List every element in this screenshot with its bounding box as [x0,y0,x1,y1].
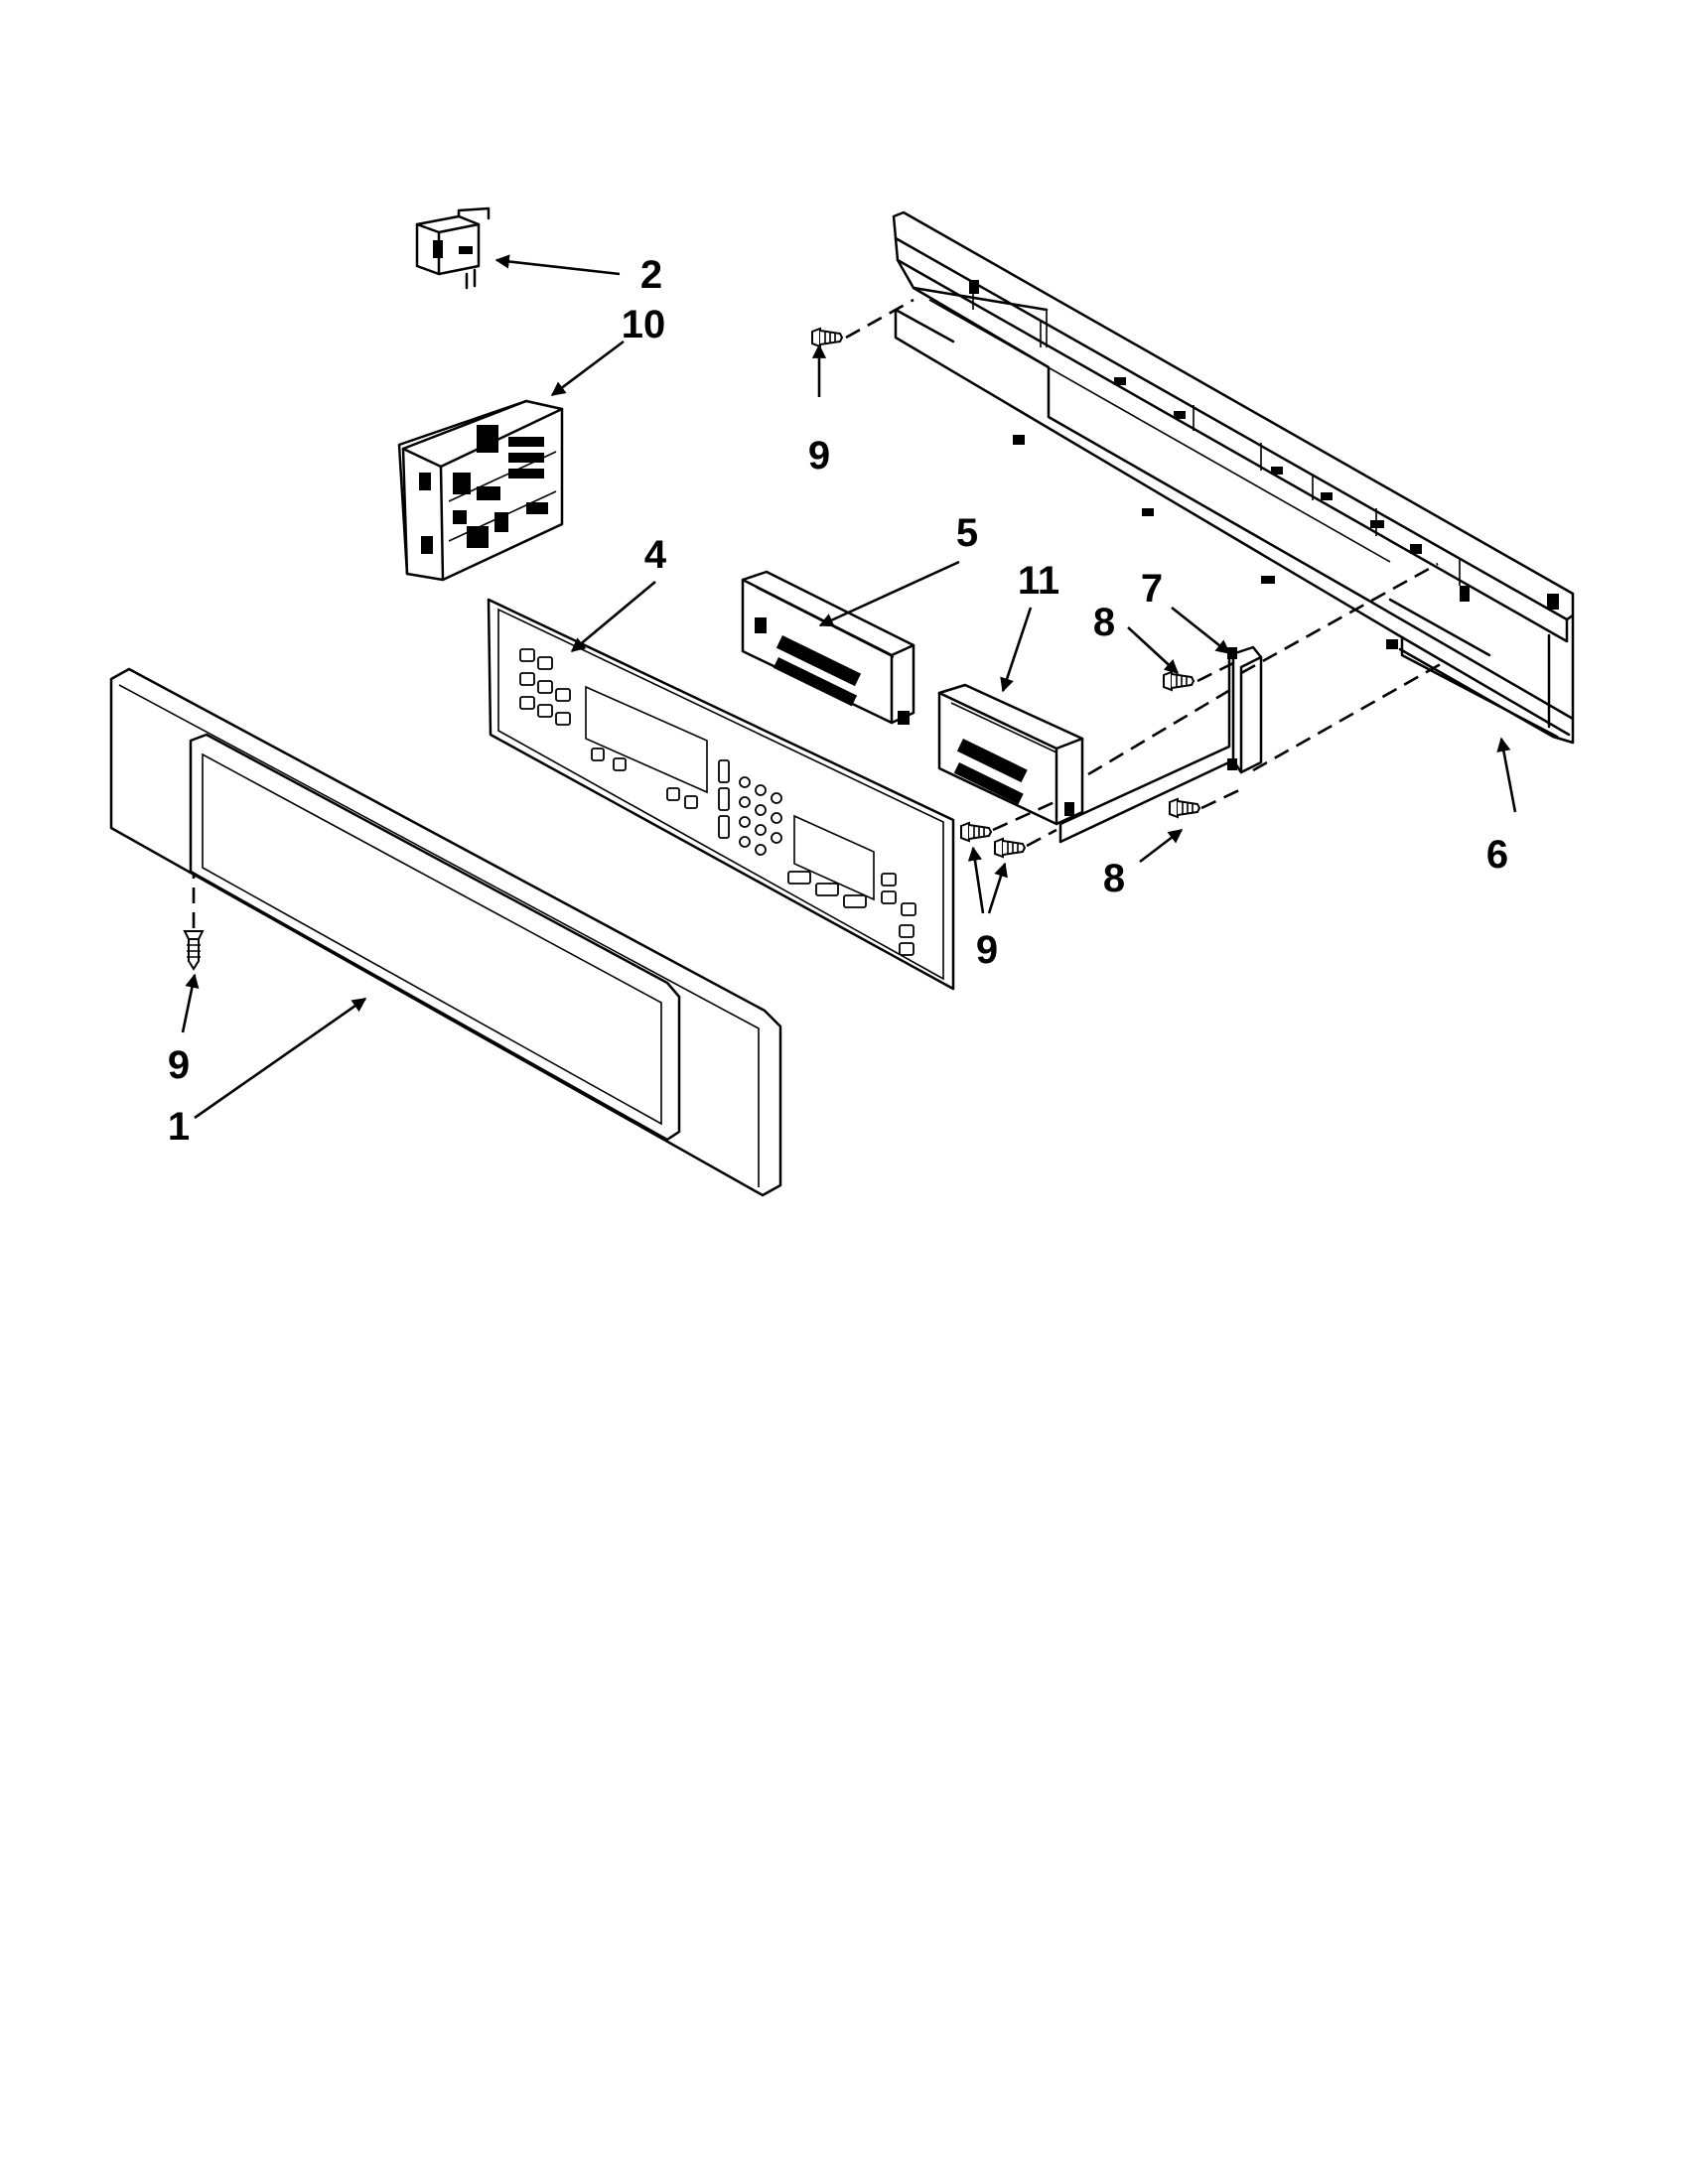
callout-4: 4 [644,533,667,577]
callout-10: 10 [622,303,666,346]
part-9-screw-mid-b [994,838,1026,858]
callout-11: 11 [1018,559,1059,603]
part-8-screw-lower [1169,798,1200,818]
leader-arrows [181,254,1517,1120]
part-9-screw-mid-a [960,822,992,842]
part-4-overlay-panel [487,598,955,991]
callout-9-upper: 9 [808,434,830,478]
callout-5: 5 [956,511,978,555]
part-1-trim-panel [109,667,782,1197]
part-11-display-module [937,683,1084,826]
callout-2: 2 [640,253,662,297]
callout-8-upper: 8 [1093,601,1115,644]
part-7-side-bracket [1058,645,1263,844]
callout-labels: 2 10 4 5 11 7 8 8 6 9 9 9 1 [168,253,1508,1149]
part-10-control-board [397,399,564,582]
part-9-screw-vertical [183,930,205,971]
callout-9-left: 9 [168,1043,190,1087]
part-8-screw-upper [1163,671,1195,691]
callout-9-middle: 9 [976,928,998,972]
callout-6: 6 [1486,833,1508,877]
callout-8-lower: 8 [1103,857,1125,900]
part-2-switch [415,206,491,290]
callout-1: 1 [168,1105,190,1149]
part-9-screw-upper [811,328,843,347]
part-5-display-module [741,570,915,725]
part-6-rear-bracket [892,210,1575,745]
assembly-lines [192,298,1447,928]
callout-7: 7 [1141,567,1163,611]
